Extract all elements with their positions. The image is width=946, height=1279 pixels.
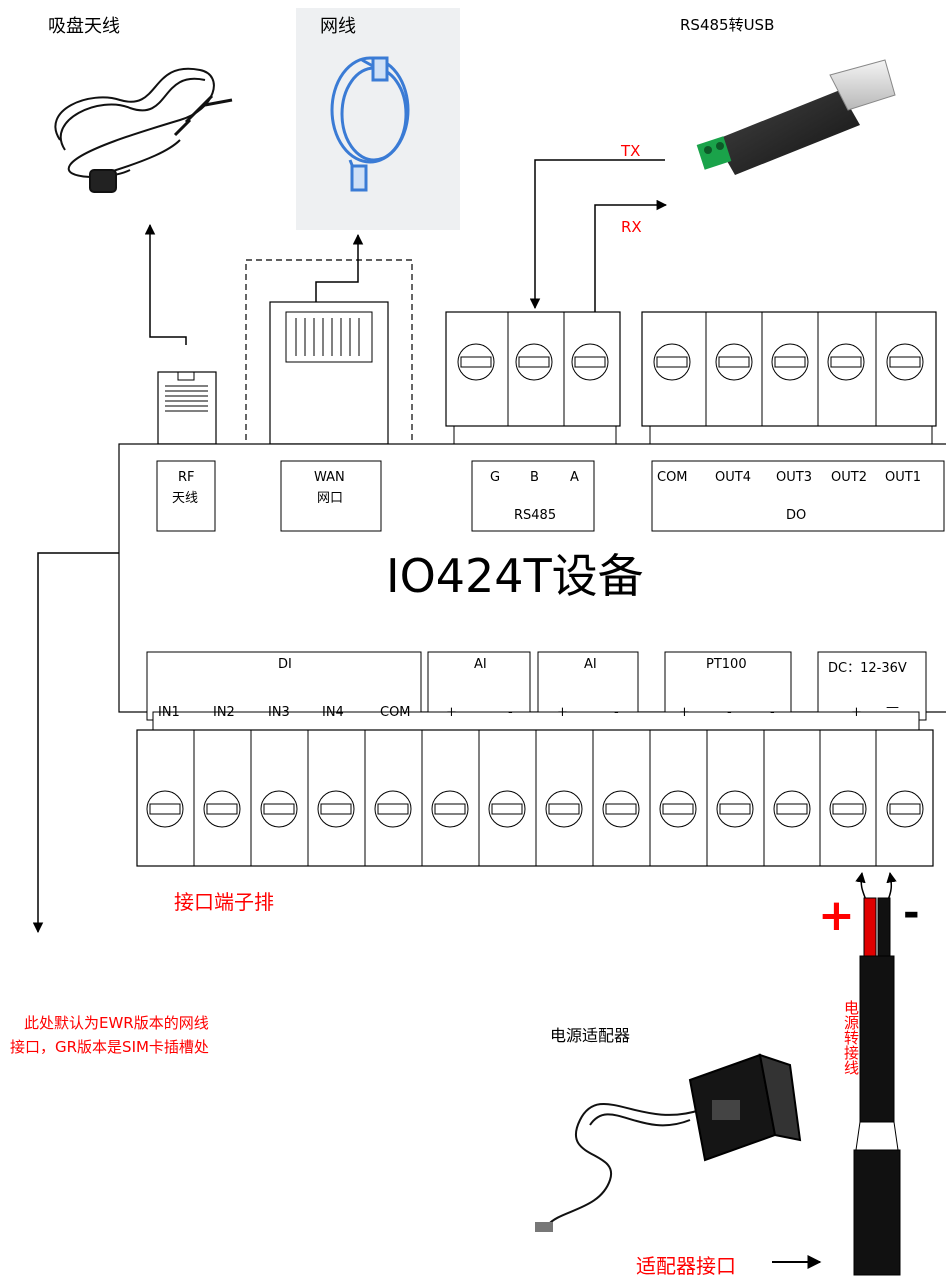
rs485-pin-a: A (570, 470, 579, 485)
di-label-box (146, 651, 422, 721)
cable-label: 网线 (320, 16, 356, 37)
do-pin-out3: OUT3 (776, 470, 812, 485)
usb-converter-label: RS485转USB (680, 16, 775, 34)
antenna-label: 吸盘天线 (48, 16, 120, 37)
ai1-pin-plus: + (446, 705, 457, 720)
pt100-name: PT100 (706, 657, 747, 672)
bottom-terminal-block (136, 711, 934, 867)
wan-label-line1: WAN (314, 470, 345, 485)
bottom-screw (886, 790, 924, 828)
do-name: DO (786, 508, 807, 523)
di-pin-in2: IN2 (213, 705, 235, 720)
ai2-pin-plus: + (557, 705, 568, 720)
antenna-arrow (144, 223, 187, 345)
do-pin-out4: OUT4 (715, 470, 751, 485)
di-pin-com: COM (380, 705, 411, 720)
pt100-pin-minus-1: - (727, 705, 732, 720)
rf-label-line1: RF (178, 470, 195, 485)
do-screw (827, 343, 865, 381)
note-line-2: 接口，GR版本是SIM卡插槽处 (10, 1038, 209, 1056)
wan-label-box (280, 460, 382, 532)
bottom-screw (773, 790, 811, 828)
do-screw (771, 343, 809, 381)
bottom-screw (659, 790, 697, 828)
cable-arrow (315, 233, 364, 302)
plus-sign: + (818, 890, 855, 941)
di-pin-in1: IN1 (158, 705, 180, 720)
terminal-block-label: 接口端子排 (174, 890, 274, 914)
bottom-screw (545, 790, 583, 828)
rf-label-box (156, 460, 216, 532)
di-pin-in4: IN4 (322, 705, 344, 720)
power-cable-label: 电源转接线 (842, 1000, 860, 1075)
dc-pin-plus: + (851, 705, 862, 720)
ai2-name: AI (584, 657, 597, 672)
rs485-usb-dongle-image (696, 59, 896, 175)
ai2-pin-minus: - (614, 705, 619, 720)
tx-label: TX (621, 142, 641, 160)
bottom-screw (260, 790, 298, 828)
rs485-pin-g: G (490, 470, 501, 485)
rf-label-line2: 天线 (172, 491, 199, 506)
note-line-1: 此处默认为EWR版本的网线 (24, 1014, 209, 1032)
bottom-screw (431, 790, 469, 828)
power-adapter-image (535, 1053, 802, 1232)
rs485-screw (457, 343, 495, 381)
device-title: IO424T设备 (386, 549, 644, 603)
pt100-pin-minus-2: - (770, 705, 775, 720)
rs485-screw (515, 343, 553, 381)
bottom-screw (146, 790, 184, 828)
do-pin-out1: OUT1 (885, 470, 921, 485)
bottom-screw (488, 790, 526, 828)
pt100-pin-plus: + (679, 705, 690, 720)
network-cable-image (330, 56, 410, 192)
pt100-label-box (664, 651, 792, 721)
rs485-label-box (471, 460, 595, 532)
do-pin-com: COM (657, 470, 688, 485)
rf-connector (157, 371, 217, 445)
minus-sign: - (903, 890, 920, 936)
di-name: DI (278, 657, 292, 672)
network-cable-image-bg (296, 8, 460, 230)
tx-arrow (529, 159, 665, 310)
do-label-box (651, 460, 945, 532)
di-pin-in3: IN3 (268, 705, 290, 720)
bottom-screw (602, 790, 640, 828)
suction-antenna-image (54, 67, 233, 193)
dc-label-box (817, 651, 927, 721)
do-screw (715, 343, 753, 381)
wan-rj45-connector (269, 301, 389, 445)
do-screw (653, 343, 691, 381)
ai1-name: AI (474, 657, 487, 672)
ai2-label-box (537, 651, 639, 721)
rs485-terminal-block (445, 311, 621, 446)
adapter-port-label: 适配器接口 (636, 1254, 736, 1278)
do-screw (886, 343, 924, 381)
rs485-name: RS485 (514, 508, 557, 523)
adapter-label: 电源适配器 (550, 1026, 631, 1045)
bottom-screw (829, 790, 867, 828)
rs485-pin-b: B (530, 470, 539, 485)
rx-arrow (594, 199, 668, 312)
ai1-label-box (427, 651, 531, 721)
dc-name: DC：12-36V (828, 661, 907, 676)
rs485-screw (571, 343, 609, 381)
do-terminal-block (641, 311, 937, 446)
bottom-screw (374, 790, 412, 828)
do-pin-out2: OUT2 (831, 470, 867, 485)
bottom-screw (203, 790, 241, 828)
rx-label: RX (621, 218, 642, 236)
wan-label-line2: 网口 (317, 491, 344, 506)
dc-pin-minus: — (886, 700, 899, 715)
ai1-pin-minus: - (508, 705, 513, 720)
bottom-screw (317, 790, 355, 828)
power-cable (853, 871, 901, 1276)
bottom-screw (716, 790, 754, 828)
wan-dashed-outline (245, 259, 413, 440)
